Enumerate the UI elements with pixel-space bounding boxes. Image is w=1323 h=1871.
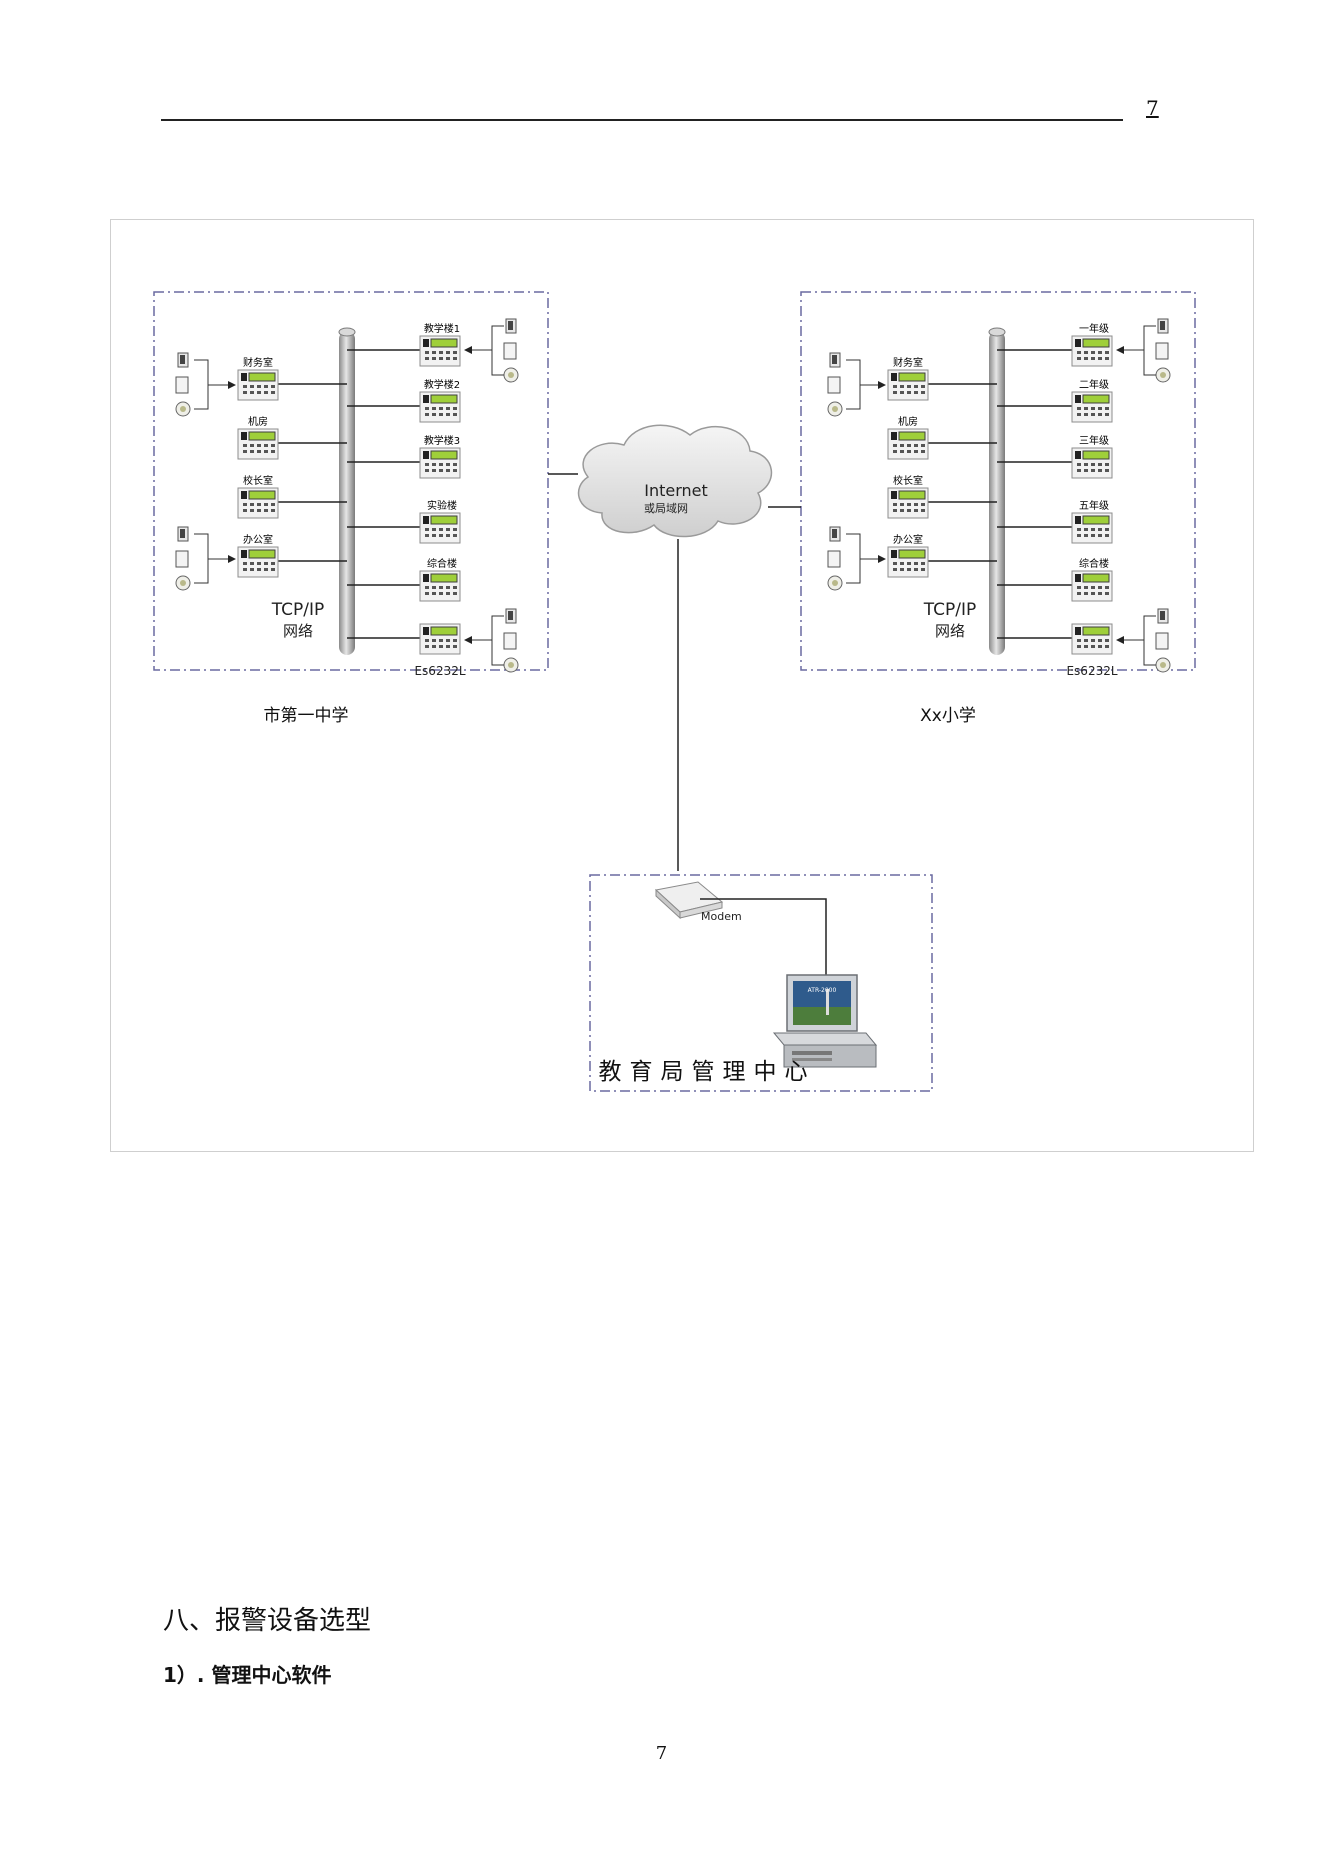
site-right-node-label-1: 财务室 [893,356,923,369]
site-right-backbone-label: TCP/IP [923,600,977,620]
site-right-right-nodes: 一年级 二年级 三年级 五年级 综合楼 [997,318,1171,673]
site-left-right-node-label-2: 教学楼2 [424,378,460,391]
sensor-icon [1155,608,1171,673]
site-left-right-nodes: 教学楼1 教学楼2 教学楼3 实验楼 综合楼 [347,318,519,673]
center-name: 教育局管理中心 [599,1059,816,1085]
network-label: Internet [644,481,708,500]
site-right-right-node-label-4: 五年级 [1079,499,1109,512]
site-left-left-nodes: 财务室 机房 校长室 办公室 [175,352,347,591]
site-right-device-model: Es6232L [1066,664,1117,678]
internet-cloud: Internet 或局域网 [548,424,801,871]
sensor-icon [175,526,191,591]
site-right-right-node-label-5: 综合楼 [1079,557,1109,570]
site-left-node-label-1: 财务室 [243,356,273,369]
site-left: 财务室 机房 校长室 办公室 教学楼1 教 [153,291,549,726]
site-right-right-node-label-3: 三年级 [1079,434,1109,447]
subsection-heading: 1）. 管理中心软件 [163,1663,332,1687]
site-left-backbone-label: TCP/IP [271,600,325,620]
site-right-boundary [800,291,1196,671]
site-left-right-node-label-4: 实验楼 [427,499,457,512]
site-right-node-label-4: 办公室 [893,533,923,546]
modem-icon [654,881,724,920]
sensor-icon [503,318,519,383]
site-right-node-label-3: 校长室 [893,474,923,487]
header-page-number: 7 [1146,96,1159,120]
site-left-right-node-label-3: 教学楼3 [424,434,460,447]
site-left-right-node-label-1: 教学楼1 [424,322,460,335]
site-right-name: Xx小学 [920,706,976,726]
sensor-icon [503,608,519,673]
management-center: Modem ATR-2000 教育局管理中心 [589,874,933,1092]
site-left-device-model: Es6232L [414,664,465,678]
site-right-backbone [989,331,1005,655]
site-right: 财务室 机房 校长室 办公室 一年级 二年级 三年级 [800,291,1196,726]
site-left-name: 市第一中学 [264,706,349,726]
site-right-right-node-label-1: 一年级 [1079,322,1109,335]
site-left-node-label-3: 校长室 [243,474,273,487]
site-left-node-label-4: 办公室 [243,533,273,546]
site-left-backbone-sublabel: 网络 [283,622,313,640]
sensor-icon [827,526,843,591]
center-boundary [589,874,933,1092]
computer-icon: ATR-2000 [772,974,878,1068]
network-diagram: 财务室 机房 校长室 办公室 教学楼1 教 [153,291,1196,1092]
site-left-backbone [339,331,355,655]
modem-label: Modem [701,910,742,923]
section-heading: 八、报警设备选型 [163,1606,372,1636]
sensor-icon [827,352,843,417]
screen-text: ATR-2000 [808,987,837,994]
site-left-right-node-label-5: 综合楼 [427,557,457,570]
sensor-icon [1155,318,1171,383]
site-right-node-label-2: 机房 [898,415,918,428]
footer-page-number: 7 [655,1743,668,1764]
header-rule [161,119,1123,121]
site-right-right-node-label-2: 二年级 [1079,378,1109,391]
site-right-backbone-sublabel: 网络 [935,622,965,640]
network-sublabel: 或局域网 [644,502,688,515]
site-left-node-label-2: 机房 [248,415,268,428]
figure-frame [110,219,1254,1152]
site-left-boundary [153,291,549,671]
sensor-icon [175,352,191,417]
site-right-left-nodes: 财务室 机房 校长室 办公室 [827,352,997,591]
